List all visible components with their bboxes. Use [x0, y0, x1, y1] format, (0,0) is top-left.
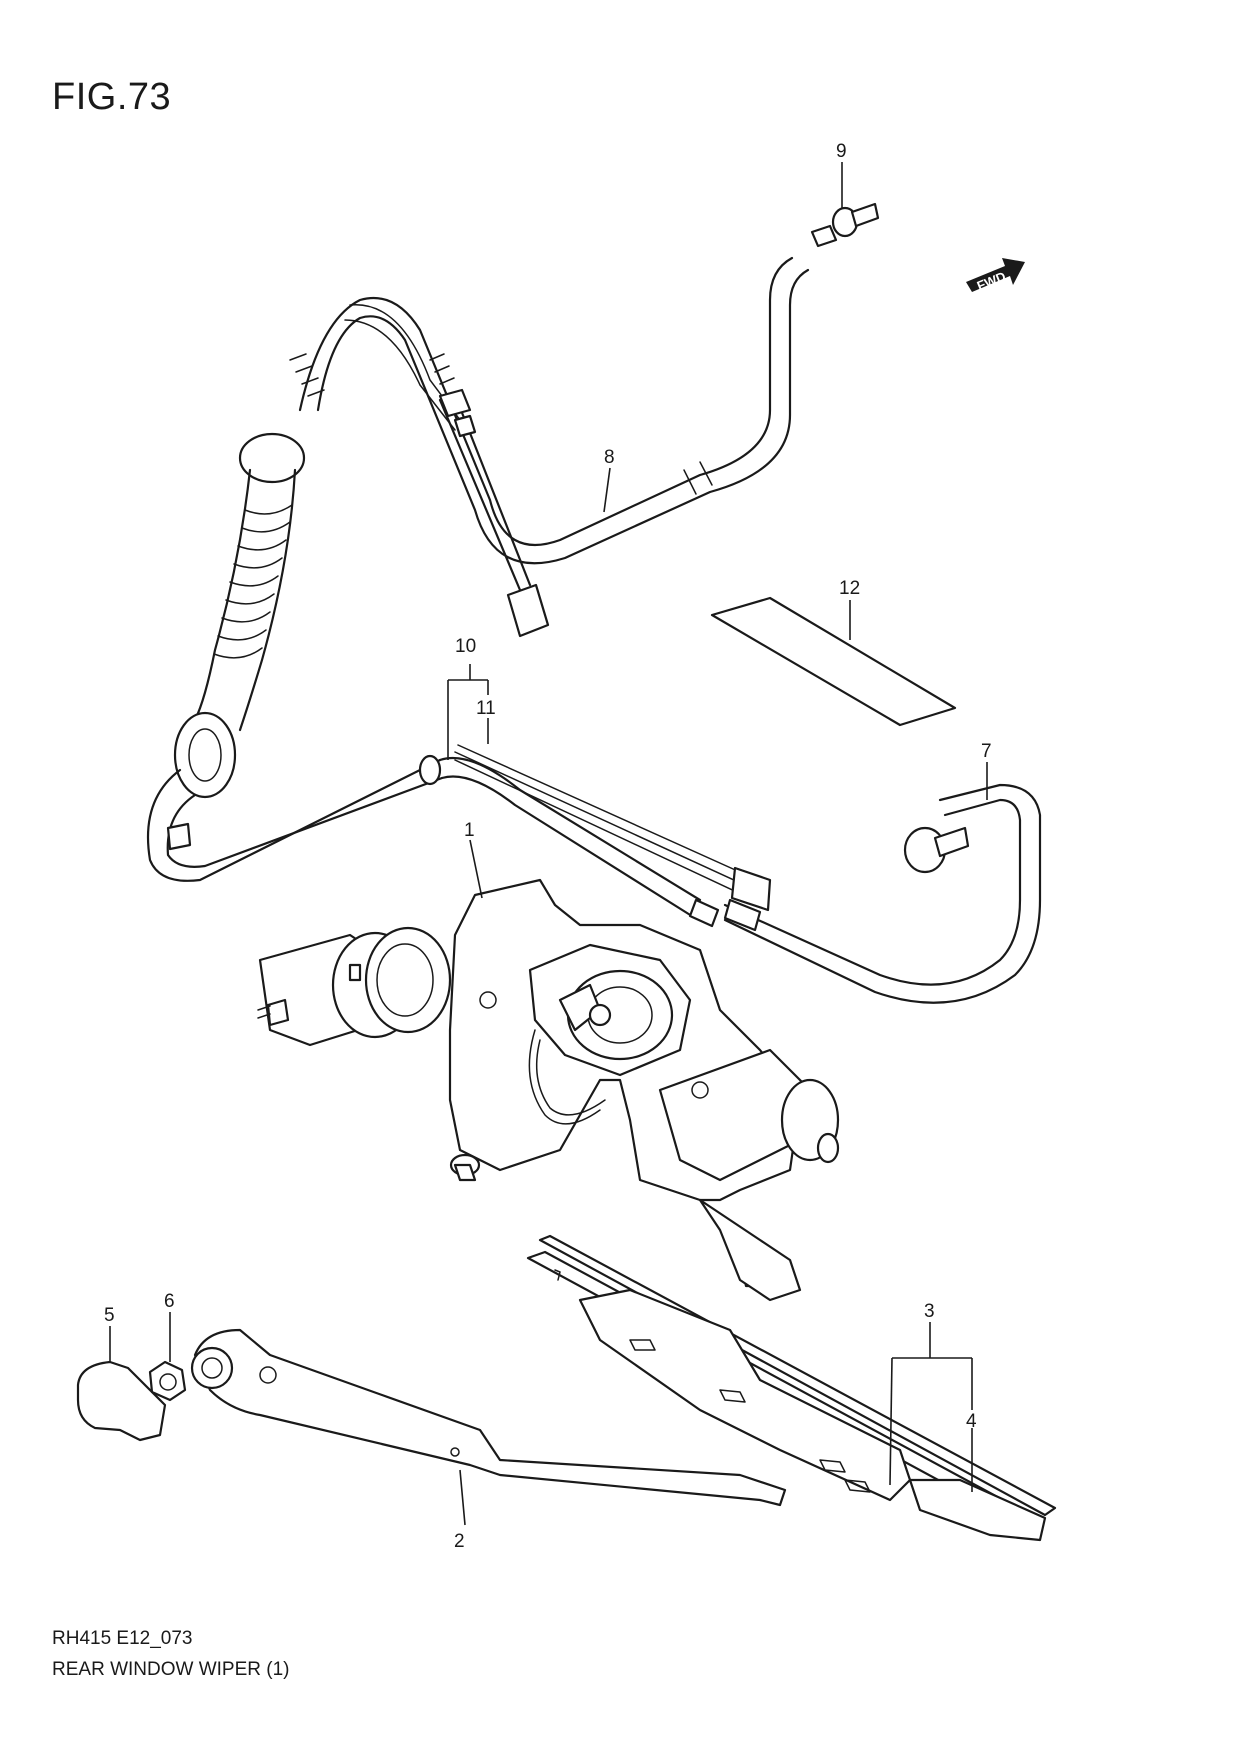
figure-code: RH415 E12_073 — [52, 1628, 193, 1649]
figure-name: REAR WINDOW WIPER (1) — [52, 1659, 290, 1680]
nozzle-hose-part-7 — [723, 783, 1042, 1004]
callout-labels: 1 2 3 4 5 6 7 8 9 10 11 12 — [104, 141, 992, 1552]
cap-part-5 — [76, 1360, 167, 1442]
callout-5: 5 — [104, 1305, 115, 1326]
callout-9: 9 — [836, 141, 847, 162]
figure-title: FIG.73 — [52, 76, 172, 118]
callout-3: 3 — [924, 1301, 935, 1322]
callout-7: 7 — [981, 741, 992, 762]
callout-11: 11 — [476, 698, 496, 719]
callout-8: 8 — [604, 447, 615, 468]
nut-part-6 — [148, 1360, 187, 1402]
callout-10: 10 — [455, 636, 476, 657]
fwd-arrow-icon: FWD — [966, 258, 1025, 294]
connector-part-9 — [810, 202, 880, 248]
pad-part-12 — [710, 596, 957, 727]
wiper-blade-parts-3-4 — [526, 1234, 1057, 1542]
harness-grommet — [146, 432, 444, 882]
callout-2: 2 — [454, 1531, 465, 1552]
callout-12: 12 — [839, 578, 860, 599]
washer-hose-part-8 — [289, 256, 810, 638]
wiper-arm-part-2 — [190, 1328, 787, 1507]
callout-4: 4 — [966, 1411, 977, 1432]
callout-1: 1 — [464, 820, 475, 841]
callout-6: 6 — [164, 1291, 175, 1312]
hose-parts-10-11 — [418, 744, 772, 928]
fwd-label: FWD — [975, 269, 1008, 294]
leader-lines — [109, 162, 988, 1526]
wiper-motor-part-1 — [257, 878, 840, 1302]
